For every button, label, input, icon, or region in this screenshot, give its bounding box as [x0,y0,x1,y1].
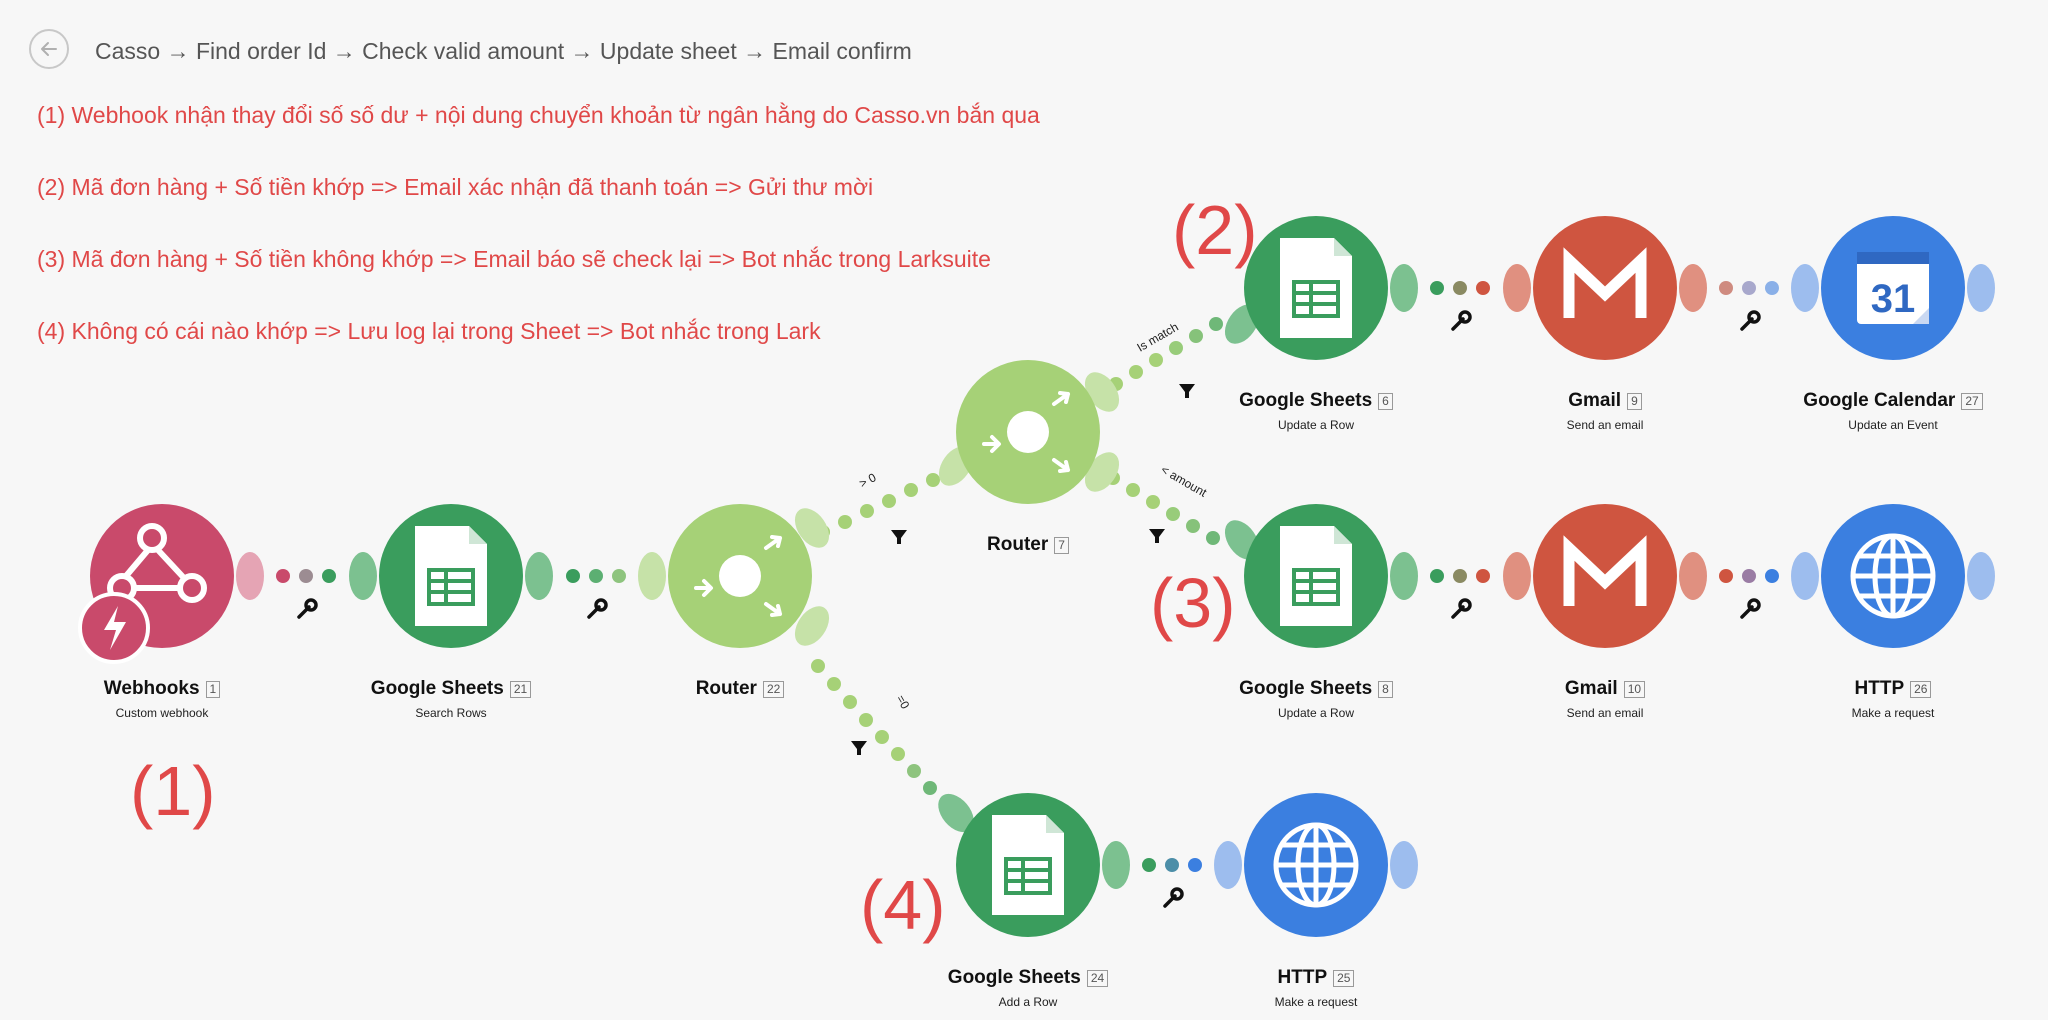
module-id: 8 [1378,681,1393,699]
annotation-3: (3) [1150,564,1236,642]
wrench-icon[interactable] [1451,598,1472,619]
link-sheets21-router22[interactable] [566,569,626,583]
module-name: Gmail [1564,678,1618,699]
module-sheets-21[interactable] [349,504,553,648]
link-gmail10-http26[interactable] [1719,569,1779,583]
module-id: 1 [205,681,221,699]
module-id: 22 [762,681,785,699]
filter-icon[interactable] [891,530,907,544]
module-name: Router [987,534,1049,555]
module-action: Make a request [1274,995,1358,1009]
module-id: 24 [1086,970,1109,988]
filter-icon[interactable] [1149,529,1165,543]
module-http-26[interactable] [1791,504,1995,648]
calendar-icon-text: 31 [1871,277,1916,321]
module-action: Update a Row [1277,418,1355,432]
module-name: Router [695,678,757,699]
module-gmail-9[interactable] [1503,216,1707,360]
link-sheets6-gmail9[interactable] [1430,281,1490,295]
note-4: (4) Không có cái nào khớp => Lưu log lại… [37,318,821,344]
route-label-gt0: > 0 [857,470,879,491]
module-calendar-27[interactable]: 31 [1791,216,1995,360]
wrench-icon[interactable] [1740,310,1761,331]
module-id: 6 [1378,393,1393,411]
module-webhooks[interactable] [78,504,264,664]
module-id: 21 [509,681,532,699]
module-sheets-24[interactable] [931,787,1130,937]
module-name: Gmail [1568,390,1622,411]
label-sheets-21: Google Sheets 21 Search Rows [331,678,571,720]
link-webhooks-sheets21[interactable] [276,569,336,583]
module-router-7[interactable] [932,360,1126,504]
arrow-left-icon [41,42,57,56]
module-action: Update a Row [1277,706,1355,720]
wrench-icon[interactable] [1740,598,1761,619]
module-action: Add a Row [998,995,1058,1009]
label-http-25: HTTP 25 Make a request [1196,967,1436,1009]
wrench-icon[interactable] [297,598,318,619]
module-name: HTTP [1854,678,1905,699]
label-webhooks: Webhooks 1 Custom webhook [42,678,282,720]
filter-icon[interactable] [1179,384,1195,398]
module-gmail-10[interactable] [1503,504,1707,648]
module-name: Google Sheets [947,967,1081,988]
label-gmail-9: Gmail 9 Send an email [1485,390,1725,432]
module-action: Make a request [1851,706,1935,720]
label-router-22: Router 22 [620,678,860,700]
link-gmail9-calendar27[interactable] [1719,281,1779,295]
module-action: Search Rows [415,706,487,720]
label-calendar-27: Google Calendar 27 Update an Event [1773,390,2013,432]
module-name: HTTP [1277,967,1328,988]
module-id: 25 [1333,970,1355,988]
module-action: Send an email [1566,418,1644,432]
module-router-22[interactable] [638,502,836,652]
route-label-eq0: =0 [893,693,912,712]
filter-icon[interactable] [851,741,867,755]
link-sheets8-gmail10[interactable] [1430,569,1490,583]
annotation-1: (1) [130,752,216,830]
module-sheets-6[interactable] [1218,216,1418,360]
scenario-title[interactable]: Casso → Find order Id → Check valid amou… [95,38,912,64]
link-router7-sheets6[interactable] [1109,317,1223,391]
link-router22-router7[interactable] [816,473,940,539]
module-action: Custom webhook [115,706,209,720]
module-name: Google Sheets [370,678,504,699]
module-id: 7 [1054,537,1069,555]
link-router22-sheets24[interactable] [811,659,937,795]
label-sheets-24: Google Sheets 24 Add a Row [908,967,1148,1009]
wrench-icon[interactable] [1451,310,1472,331]
note-2: (2) Mã đơn hàng + Số tiền khớp => Email … [37,174,874,200]
route-label-lt-amount: < amount [1159,462,1210,500]
annotation-2: (2) [1172,191,1258,269]
link-sheets24-http25[interactable] [1142,858,1202,872]
module-action: Send an email [1566,706,1644,720]
module-sheets-8[interactable] [1218,504,1418,648]
module-name: Webhooks [103,678,200,699]
label-http-26: HTTP 26 Make a request [1773,678,2013,720]
wrench-icon[interactable] [1163,887,1184,908]
module-id: 10 [1623,681,1646,699]
module-id: 9 [1627,393,1642,411]
annotation-4: (4) [860,866,946,944]
label-gmail-10: Gmail 10 Send an email [1485,678,1725,720]
module-id: 26 [1910,681,1932,699]
module-name: Google Sheets [1239,678,1373,699]
module-action: Update an Event [1848,418,1938,432]
module-http-25[interactable] [1214,793,1418,937]
wrench-icon[interactable] [587,598,608,619]
label-sheets-6: Google Sheets 6 Update a Row [1196,390,1436,432]
module-name: Google Sheets [1239,390,1373,411]
module-id: 27 [1961,393,1983,411]
label-sheets-8: Google Sheets 8 Update a Row [1196,678,1436,720]
module-name: Google Calendar [1803,390,1956,411]
note-3: (3) Mã đơn hàng + Số tiền không khớp => … [37,246,991,272]
label-router-7: Router 7 [908,534,1148,556]
back-button[interactable] [29,29,69,69]
note-1: (1) Webhook nhận thay đổi số số dư + nội… [37,102,1040,128]
